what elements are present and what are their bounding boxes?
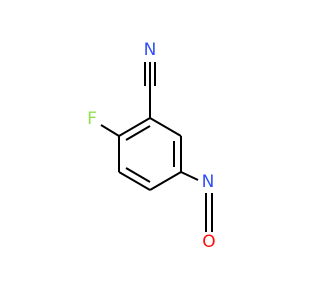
bond-c3-c4 [149,171,182,191]
aromatic-bond-c6-c1 [125,125,151,141]
fluoro-substituent: F [87,109,120,137]
aromatic-bond-c4-c5 [125,167,151,183]
bond-c4-c5 [118,171,151,191]
bond-c6-c1 [118,117,151,137]
nitrile-nitrogen-label: N [144,40,157,60]
bond-c6-f [100,124,120,137]
oxygen-label: O [202,232,215,252]
isocyanate-nitrogen-label: N [202,172,215,192]
bond-c1-c2 [149,117,182,137]
isocyanate-group: N O [180,171,216,252]
bond-c3-n [180,171,199,181]
structure-canvas: N F N O [87,40,216,252]
nitrile-group: N [144,40,157,118]
molecule-drawing: N F N O [87,40,216,252]
fluorine-label: F [87,109,97,129]
benzene-ring [118,117,182,191]
